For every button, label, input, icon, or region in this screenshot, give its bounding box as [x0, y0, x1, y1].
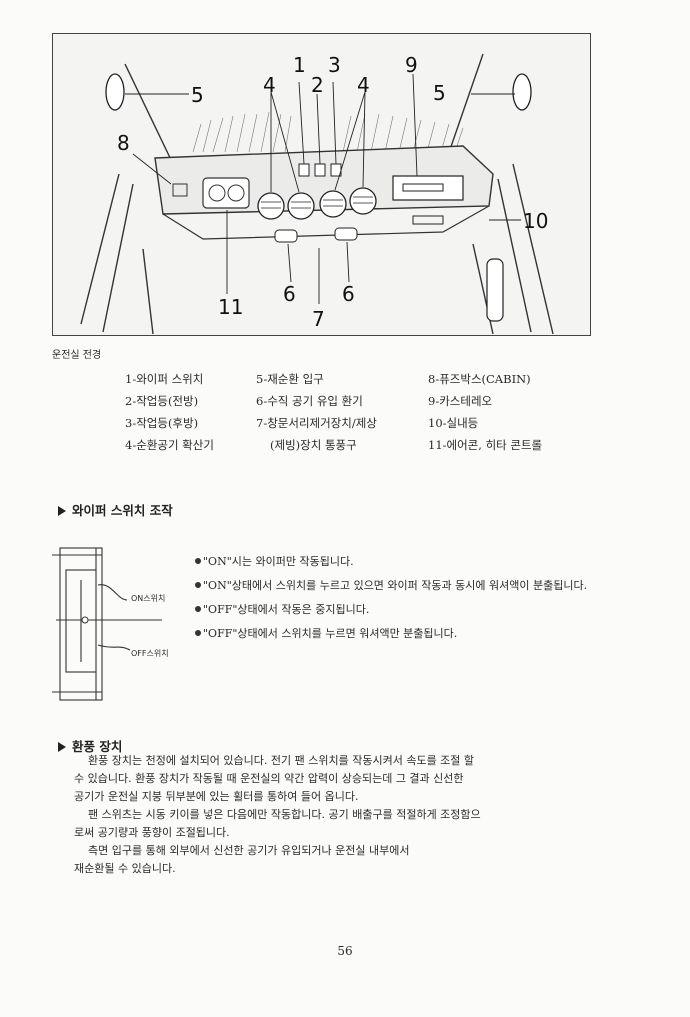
- legend-item: 9-카스테레오: [428, 394, 493, 408]
- legend-item: 6-수직 공기 유입 환기: [256, 394, 363, 408]
- legend-item: 7-창문서리제거장치/제상: [256, 416, 377, 430]
- callout-1: 1: [293, 53, 306, 77]
- paragraph-line: 측면 입구를 통해 외부에서 신선한 공기가 유입되거나 운전실 내부에서: [88, 844, 410, 857]
- page-number: 56: [337, 944, 353, 958]
- triangle-bullet-icon: [58, 742, 66, 752]
- legend-column-2: 5-재순환 입구 6-수직 공기 유입 환기 7-창문서리제거장치/제상 (제빙…: [256, 371, 377, 459]
- ventilation-body: 환풍 장치는 천정에 설치되어 있습니다. 전기 팬 스위치를 작동시켜서 속도…: [74, 752, 481, 878]
- legend-item: 2-작업등(전방): [125, 394, 199, 408]
- callout-numbers: 1 2 3 4 4 5 5 6 6 7 8 9 10 11: [117, 53, 548, 331]
- callout-3: 3: [328, 53, 341, 77]
- callout-4a: 4: [263, 73, 276, 97]
- callout-6b: 6: [342, 282, 355, 306]
- paragraph-line: 환풍 장치는 천정에 설치되어 있습니다. 전기 팬 스위치를 작동시켜서 속도…: [88, 754, 475, 767]
- wiper-section-heading: 와이퍼 스위치 조작: [58, 500, 173, 519]
- legend-item: 11-에어콘, 히타 콘트롤: [428, 438, 543, 452]
- list-item: "ON"상태에서 스위치를 누르고 있으면 와이퍼 작동과 동시에 워셔액이 분…: [195, 577, 587, 601]
- paragraph-line: 공기가 운전실 지붕 뒤부분에 있는 휠터를 통하여 들어 옵니다.: [74, 790, 359, 803]
- wiper-switch-icon: [52, 547, 162, 701]
- legend-item: 1-와이퍼 스위치: [125, 372, 204, 386]
- off-switch-label: OFF스위치: [131, 649, 169, 658]
- bullet-icon: [195, 606, 201, 612]
- legend-item: 3-작업등(후방): [125, 416, 199, 430]
- bullet-icon: [195, 582, 201, 588]
- callout-7: 7: [312, 307, 325, 331]
- callout-5a: 5: [191, 83, 204, 107]
- ventilation-section-heading: 환풍 장치: [58, 736, 122, 755]
- legend-column-1: 1-와이퍼 스위치 2-작업등(전방) 3-작업등(후방) 4-순환공기 확산기: [125, 371, 214, 459]
- list-item: "ON"시는 와이퍼만 작동됩니다.: [195, 553, 587, 577]
- callout-5b: 5: [433, 81, 446, 105]
- defroster-hatching: [192, 111, 464, 153]
- cab-interior-figure: 1 2 3 4 4 5 5 6 6 7 8 9 10 11: [52, 33, 591, 336]
- legend-item: 5-재순환 입구: [256, 372, 324, 386]
- paragraph-line: 로써 공기량과 풍향이 조절됩니다.: [74, 826, 230, 839]
- wiper-switch-diagram: ON스위치 OFF스위치: [52, 540, 182, 710]
- triangle-bullet-icon: [58, 506, 66, 516]
- legend-item: 8-퓨즈박스(CABIN): [428, 372, 531, 386]
- cab-dashboard-illustration: 1 2 3 4 4 5 5 6 6 7 8 9 10 11: [80, 53, 554, 335]
- on-switch-label: ON스위치: [131, 594, 166, 603]
- air-diffusers: [257, 187, 377, 220]
- ventilation-section-title: 환풍 장치: [72, 739, 123, 754]
- list-item: "OFF"상태에서 스위치를 누르면 워셔액만 분출됩니다.: [195, 625, 587, 649]
- list-item: "OFF"상태에서 작동은 중지됩니다.: [195, 601, 587, 625]
- callout-leaders: [125, 73, 521, 304]
- callout-8: 8: [117, 131, 130, 155]
- legend-item: 10-실내등: [428, 416, 479, 430]
- callout-11: 11: [218, 295, 243, 319]
- ac-control-panel: [202, 177, 250, 209]
- legend-item: 4-순환공기 확산기: [125, 438, 214, 452]
- callout-6a: 6: [283, 282, 296, 306]
- callout-4b: 4: [357, 73, 370, 97]
- callout-2: 2: [311, 73, 324, 97]
- paragraph-line: 재순환될 수 있습니다.: [74, 862, 176, 875]
- legend-column-3: 8-퓨즈박스(CABIN) 9-카스테레오 10-실내등 11-에어콘, 히타 …: [428, 371, 542, 459]
- wiper-section-title: 와이퍼 스위치 조작: [72, 503, 173, 518]
- bullet-icon: [195, 630, 201, 636]
- legend-item: (제빙)장치 통풍구: [270, 438, 357, 452]
- car-stereo: [392, 175, 464, 201]
- paragraph-line: 수 있습니다. 환풍 장치가 작동될 때 운전실의 약간 압력이 상승되는데 그…: [74, 772, 464, 785]
- bullet-icon: [195, 558, 201, 564]
- wiper-instructions: "ON"시는 와이퍼만 작동됩니다. "ON"상태에서 스위치를 누르고 있으면…: [195, 553, 587, 649]
- paragraph-line: 팬 스위츠는 시동 키이를 넣은 다음에만 작동합니다. 공기 배출구를 적절하…: [88, 808, 481, 821]
- callout-10: 10: [523, 209, 548, 233]
- callout-9: 9: [405, 53, 418, 77]
- figure-caption: 운전실 전경: [52, 350, 102, 361]
